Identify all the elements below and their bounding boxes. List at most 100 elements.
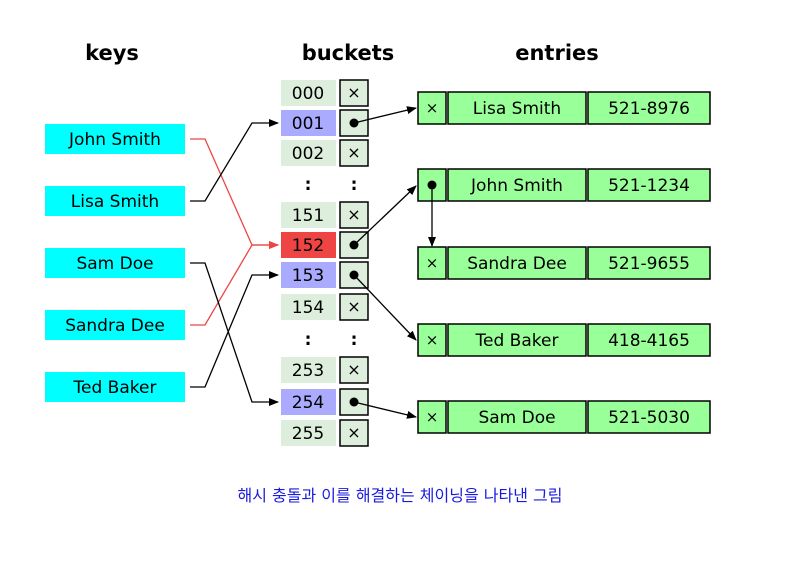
empty-slot-icon: × [347, 297, 360, 316]
entry-phone-cell [587, 323, 711, 357]
key-label: Lisa Smith [71, 192, 159, 212]
key-label: Ted Baker [73, 378, 157, 398]
key-john-smith: John Smith [45, 124, 185, 154]
entries-header: entries [515, 41, 599, 65]
key-box [45, 186, 185, 216]
bucket-index: 254 [292, 393, 324, 413]
bucket-151: 151 × [281, 201, 369, 229]
bucket-ellipsis-1: : : [305, 175, 358, 195]
hash-arrow-ted-baker [190, 271, 279, 388]
key-box [45, 310, 185, 340]
bucket-255: 255 × [281, 419, 369, 447]
entry-ted-baker: × Ted Baker 418-4165 [417, 323, 711, 357]
entry-lisa-smith: × Lisa Smith 521-8976 [417, 91, 711, 125]
pointer-arrows [353, 106, 436, 419]
bucket-index: 153 [292, 266, 324, 286]
empty-slot-icon: × [347, 423, 360, 442]
bucket-001: 001 [281, 109, 369, 137]
bucket-slot [339, 79, 369, 107]
hash-arrow-sam-doe [190, 262, 279, 406]
empty-slot-icon: × [347, 205, 360, 224]
entry-name: Sandra Dee [467, 254, 567, 274]
ellipsis-index: : [305, 330, 312, 350]
entry-next-cell [417, 323, 447, 357]
entry-sandra-dee: × Sandra Dee 521-9655 [417, 246, 711, 280]
bucket-index: 000 [292, 84, 324, 104]
entry-name: Sam Doe [478, 408, 555, 428]
entry-phone-cell [587, 246, 711, 280]
figure-caption: 해시 충돌과 이를 해결하는 체이닝을 나타낸 그림 [237, 486, 563, 505]
buckets-header: buckets [302, 41, 395, 65]
key-box [45, 124, 185, 154]
bucket-002: 002 × [281, 139, 369, 167]
entry-name-cell [447, 246, 587, 280]
entry-phone: 521-9655 [608, 254, 690, 274]
key-sandra-dee: Sandra Dee [45, 310, 185, 340]
bucket-000: 000 × [281, 79, 369, 107]
entry-name-cell [447, 323, 587, 357]
entry-name: Ted Baker [475, 331, 559, 351]
bucket-index: 151 [292, 206, 324, 226]
entry-name: John Smith [470, 176, 563, 196]
key-box [45, 372, 185, 402]
entry-name-cell [447, 400, 587, 434]
bucket-253: 253 × [281, 356, 369, 384]
bucket-slot [339, 139, 369, 167]
bucket-index-cell-collision [281, 232, 336, 258]
bucket-index: 255 [292, 424, 324, 444]
hash-arrow-lisa-smith [190, 119, 279, 202]
bucket-index-cell [281, 294, 336, 320]
entry-phone: 521-5030 [608, 408, 690, 428]
key-box [45, 248, 185, 278]
empty-slot-icon: × [347, 143, 360, 162]
entry-phone-cell [587, 400, 711, 434]
bucket-index: 002 [292, 144, 324, 164]
key-label: Sandra Dee [65, 316, 165, 336]
bucket-index: 253 [292, 361, 324, 381]
key-ted-baker: Ted Baker [45, 372, 185, 402]
entry-john-smith: John Smith 521-1234 [417, 168, 711, 202]
entry-phone: 418-4165 [608, 331, 690, 351]
bucket-index-cell [281, 357, 336, 383]
bucket-152: 152 [281, 231, 369, 259]
bucket-154: 154 × [281, 293, 369, 321]
null-pointer-icon: × [426, 408, 439, 426]
entry-name: Lisa Smith [473, 99, 561, 119]
ellipsis-slot: : [351, 330, 358, 350]
bucket-slot [339, 201, 369, 229]
entry-phone: 521-1234 [608, 176, 690, 196]
hash-arrows [190, 119, 279, 406]
pointer-254-to-sam-doe [353, 401, 417, 419]
entry-name-cell [447, 168, 587, 202]
key-sam-doe: Sam Doe [45, 248, 185, 278]
keys-header: keys [85, 41, 139, 65]
entry-next-cell [417, 91, 447, 125]
bucket-slot [339, 419, 369, 447]
key-lisa-smith: Lisa Smith [45, 186, 185, 216]
bucket-index-cell [281, 262, 336, 288]
pointer-152-to-john-smith [353, 185, 417, 246]
bucket-index-cell [281, 202, 336, 228]
entry-next-cell [417, 246, 447, 280]
null-pointer-icon: × [426, 331, 439, 349]
bucket-254: 254 [281, 388, 369, 416]
ellipsis-index: : [305, 175, 312, 195]
bucket-ellipsis-2: : : [305, 330, 358, 350]
entry-phone-cell [587, 168, 711, 202]
pointer-001-to-lisa-smith [353, 106, 417, 124]
entry-name-cell [447, 91, 587, 125]
entry-next-cell [417, 400, 447, 434]
key-label: John Smith [68, 130, 161, 150]
empty-slot-icon: × [347, 360, 360, 379]
key-label: Sam Doe [76, 254, 153, 274]
hash-table-diagram: keys buckets entries John Smith Lisa Smi… [45, 41, 711, 447]
null-pointer-icon: × [426, 254, 439, 272]
pointer-153-to-ted-baker [353, 274, 417, 341]
null-pointer-icon: × [426, 99, 439, 117]
entries-column: × Lisa Smith 521-8976 John Smith 521-123… [417, 91, 711, 434]
empty-slot-icon: × [347, 83, 360, 102]
bucket-index: 154 [292, 298, 324, 318]
bucket-index-cell [281, 389, 336, 415]
entry-sam-doe: × Sam Doe 521-5030 [417, 400, 711, 434]
bucket-index-cell [281, 110, 336, 136]
